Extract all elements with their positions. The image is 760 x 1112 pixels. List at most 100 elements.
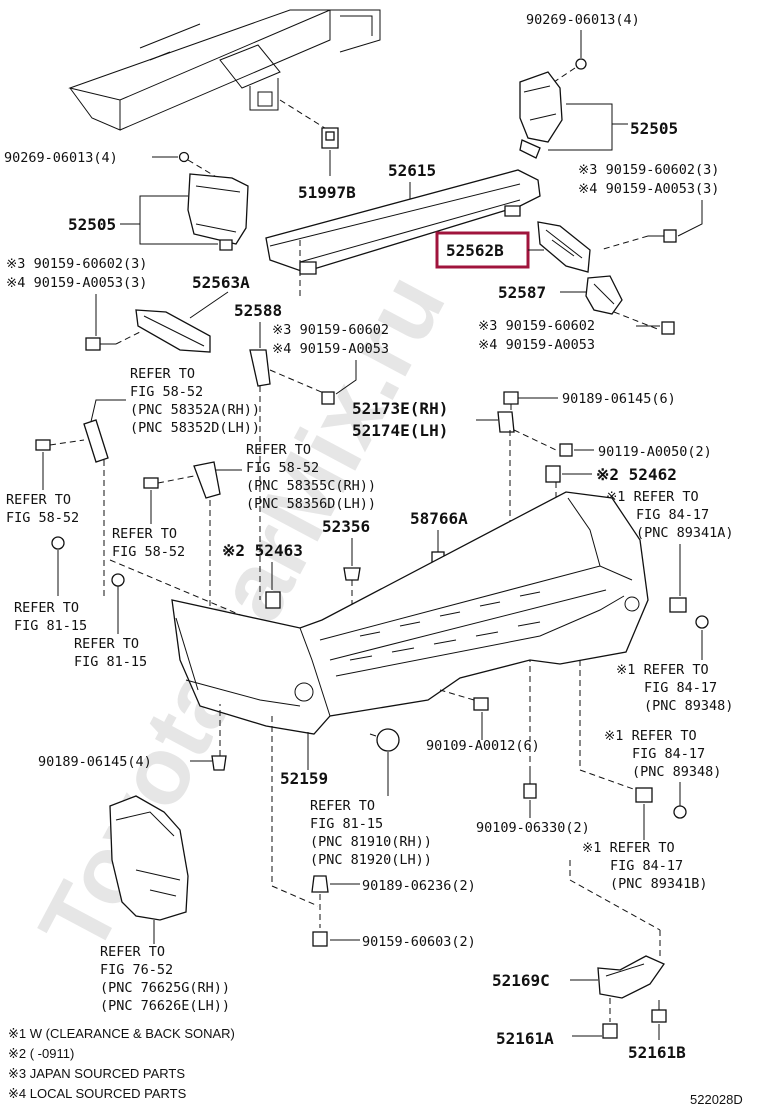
bolt-90159-left-a — [85, 337, 116, 351]
ref-fig-84-17-a: ※1 REFER TO FIG 84-17 (PNC 89341A) — [606, 489, 734, 541]
ref-fig-58-52-b: REFER TO FIG 58-52 (PNC 58355C(RH)) (PNC… — [246, 442, 376, 512]
ref-84-17-a-line1: ※1 REFER TO — [606, 489, 699, 505]
ref-84-17-d-line1: ※1 REFER TO — [582, 840, 675, 856]
ref-58-52-a-line2: FIG 58-52 — [130, 384, 203, 400]
ref-81-15-a-line2: FIG 81-15 — [14, 618, 87, 634]
clip-90189-right — [503, 391, 519, 405]
ref-58-52-b-line4: (PNC 58356D(LH)) — [246, 496, 376, 512]
retainer-58355-drawing — [193, 461, 221, 499]
clip-90189-06236 — [311, 875, 329, 893]
ref-58-52-c-line1: REFER TO — [112, 526, 177, 542]
pad-52462 — [545, 465, 561, 483]
pad-52463 — [265, 591, 281, 609]
sensor-89348-b — [673, 805, 687, 819]
label-52159: 52159 — [280, 769, 328, 788]
sensor-89348-a — [695, 615, 709, 629]
ref-fig-84-17-d: ※1 REFER TO FIG 84-17 (PNC 89341B) — [582, 840, 708, 892]
label-90119-a0050: 90119-A0050(2) — [598, 444, 712, 460]
label-52169c: 52169C — [492, 971, 550, 990]
label-n3-90159-60602-3-a: ※3 90159-60602(3) — [578, 162, 719, 178]
ref-81-15-c-line2: FIG 81-15 — [310, 816, 383, 832]
clip-81-15-a — [51, 536, 65, 550]
ref-81-15-c-line4: (PNC 81920(LH)) — [310, 852, 432, 868]
bracket-52588-drawing — [249, 349, 271, 387]
ref-58-52-b-line1: REFER TO — [246, 442, 311, 458]
label-90269-06013-left: 90269-06013(4) — [4, 150, 118, 166]
ref-81-15-c-line3: (PNC 81910(RH)) — [310, 834, 432, 850]
label-52587: 52587 — [498, 283, 546, 302]
ref-84-17-d-line2: FIG 84-17 — [610, 858, 683, 874]
bolt-90159-mid — [321, 391, 335, 405]
bolt-90159-right-b — [661, 321, 675, 335]
ref-76-52-line4: (PNC 76626E(LH)) — [100, 998, 230, 1014]
extension-52505-left-drawing — [187, 173, 249, 251]
ref-84-17-d-line3: (PNC 89341B) — [610, 876, 708, 892]
extension-52505-right-drawing — [519, 71, 563, 159]
clip-90189-left — [211, 755, 227, 771]
ref-81-15-a-line1: REFER TO — [14, 600, 79, 616]
frame-crossmember-drawing — [68, 9, 381, 131]
sonar-sensor-81910-drawing — [369, 728, 400, 752]
ref-84-17-a-line2: FIG 84-17 — [636, 507, 709, 523]
label-n4-90159-a0053-3-b: ※4 90159-A0053(3) — [6, 275, 147, 291]
bracket-52169c-drawing — [597, 955, 665, 999]
bracket-52563a-drawing — [135, 309, 211, 353]
label-52161b: 52161B — [628, 1043, 686, 1062]
ref-58-52-c-line2: FIG 58-52 — [112, 544, 185, 560]
ref-76-52-line1: REFER TO — [100, 944, 165, 960]
label-52161a: 52161A — [496, 1029, 554, 1048]
label-n4-90159-a0053-c: ※4 90159-A0053 — [272, 341, 389, 357]
label-n2-52463: ※2 52463 — [222, 541, 303, 560]
bracket-52587-drawing — [585, 275, 623, 315]
label-90159-60603: 90159-60603(2) — [362, 934, 476, 950]
label-n2-52462: ※2 52462 — [596, 465, 677, 484]
label-n3-90159-60602-3-b: ※3 90159-60602(3) — [6, 256, 147, 272]
ref-81-15-b-line2: FIG 81-15 — [74, 654, 147, 670]
ref-84-17-a-line3: (PNC 89341A) — [636, 525, 734, 541]
ref-81-15-c-line1: REFER TO — [310, 798, 375, 814]
diagram-code: 522028D — [690, 1092, 743, 1107]
label-52174e: 52174E(LH) — [352, 421, 448, 440]
label-58766a: 58766A — [410, 509, 468, 528]
label-52505-left: 52505 — [68, 215, 116, 234]
label-n3-90159-60602-c: ※3 90159-60602 — [272, 322, 389, 338]
mudflap-76625-drawing — [109, 795, 189, 921]
bolt-90159-60603 — [312, 931, 328, 947]
label-n3-90159-60602-d: ※3 90159-60602 — [478, 318, 595, 334]
label-90189-06145-4: 90189-06145(4) — [38, 754, 152, 770]
ref-84-17-c-line2: FIG 84-17 — [632, 746, 705, 762]
ref-58-52-b-line3: (PNC 58355C(RH)) — [246, 478, 376, 494]
ref-fig-84-17-c: ※1 REFER TO FIG 84-17 (PNC 89348) — [604, 728, 721, 780]
label-52615: 52615 — [388, 161, 436, 180]
label-90109-06330: 90109-06330(2) — [476, 820, 590, 836]
ref-84-17-c-line1: ※1 REFER TO — [604, 728, 697, 744]
label-90189-06145-6: 90189-06145(6) — [562, 391, 676, 407]
ref-58-52-d-line1: REFER TO — [6, 492, 71, 508]
nut-90269-left — [178, 151, 190, 163]
ref-58-52-b-line2: FIG 58-52 — [246, 460, 319, 476]
note-1: ※1 W (CLEARANCE & BACK SONAR) — [8, 1026, 235, 1041]
ref-58-52-a-line3: (PNC 58352A(RH)) — [130, 402, 260, 418]
ref-58-52-d-line2: FIG 58-52 — [6, 510, 79, 526]
ref-76-52-line2: FIG 76-52 — [100, 962, 173, 978]
bumper-cover-52159-drawing — [171, 491, 649, 735]
ref-84-17-c-line3: (PNC 89348) — [632, 764, 721, 780]
label-52563a: 52563A — [192, 273, 250, 292]
label-52173e: 52173E(RH) — [352, 399, 448, 418]
sensor-89341b — [635, 787, 653, 803]
clip-left-a — [35, 439, 85, 451]
note-3: ※3 JAPAN SOURCED PARTS — [8, 1066, 185, 1081]
bracket-51997b-drawing — [321, 127, 339, 149]
label-52562b: 52562B — [446, 241, 504, 260]
label-90189-06236: 90189-06236(2) — [362, 878, 476, 894]
bolt-90159-right-a — [648, 229, 677, 243]
retainer-52173e-drawing — [497, 411, 515, 433]
note-2: ※2 ( -0911) — [8, 1046, 74, 1061]
ref-81-15-b-line1: REFER TO — [74, 636, 139, 652]
ref-76-52-line3: (PNC 76625G(RH)) — [100, 980, 230, 996]
legend-notes: ※1 W (CLEARANCE & BACK SONAR) ※2 ( -0911… — [8, 1026, 235, 1101]
clip-52356 — [343, 567, 361, 581]
reinforcement-52615-drawing — [265, 169, 541, 275]
label-90269-06013-top: 90269-06013(4) — [526, 12, 640, 28]
screw-90109-a0012 — [473, 697, 489, 711]
